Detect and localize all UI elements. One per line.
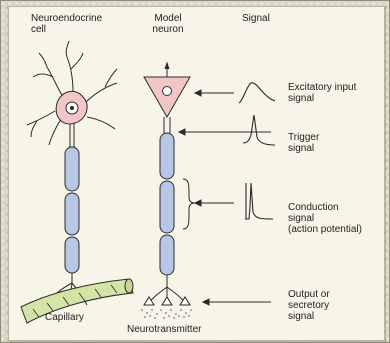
excitatory-label: Excitatory input signal: [288, 82, 356, 104]
myelin-segment: [65, 193, 79, 235]
label-line: Neuroendocrine: [31, 13, 102, 24]
label-line: secretory: [288, 300, 330, 311]
myelin-segment: [160, 133, 174, 179]
label-line: cell: [31, 24, 102, 35]
label-line: Output or: [288, 289, 330, 300]
label-line: Conduction: [288, 202, 362, 213]
label-line: signal: [288, 143, 319, 154]
diagram-panel: Neuroendocrine cell Model neuron Signal …: [8, 6, 385, 341]
trigger-label: Trigger signal: [288, 132, 319, 154]
neuroendocrine-cell-label: Neuroendocrine cell: [31, 13, 102, 35]
label-line: Trigger: [288, 132, 319, 143]
label-line: Excitatory input: [288, 82, 356, 93]
model-neuron: [141, 63, 192, 319]
conduction-trace: [245, 183, 273, 219]
model-neuron-soma: [144, 77, 190, 117]
conduction-brace: [183, 179, 195, 229]
conduction-label: Conduction signal (action potential): [288, 202, 362, 235]
signal-traces: [239, 83, 275, 219]
neurotransmitter-label: Neurotransmitter: [127, 324, 201, 335]
excitatory-trace: [239, 83, 275, 103]
signal-arrows: [179, 90, 271, 305]
label-line: (action potential): [288, 224, 362, 235]
capillary-label: Capillary: [45, 312, 84, 323]
label-line: signal: [288, 311, 330, 322]
neurotransmitter-dots: [141, 309, 192, 319]
myelin-segment: [160, 235, 174, 275]
label-line: signal: [288, 213, 362, 224]
trigger-trace: [243, 115, 275, 145]
neuroendocrine-cell: [21, 41, 133, 323]
myelin-segment: [65, 147, 79, 191]
myelin-segment: [160, 181, 174, 233]
label-line: signal: [288, 93, 356, 104]
model-neuron-label: Model neuron: [146, 13, 190, 35]
label-line: neuron: [146, 24, 190, 35]
signal-header: Signal: [242, 13, 270, 24]
myelin-segment: [65, 237, 79, 273]
model-neuron-nucleus: [163, 87, 172, 96]
label-line: Model: [146, 13, 190, 24]
output-label: Output or secretory signal: [288, 289, 330, 322]
